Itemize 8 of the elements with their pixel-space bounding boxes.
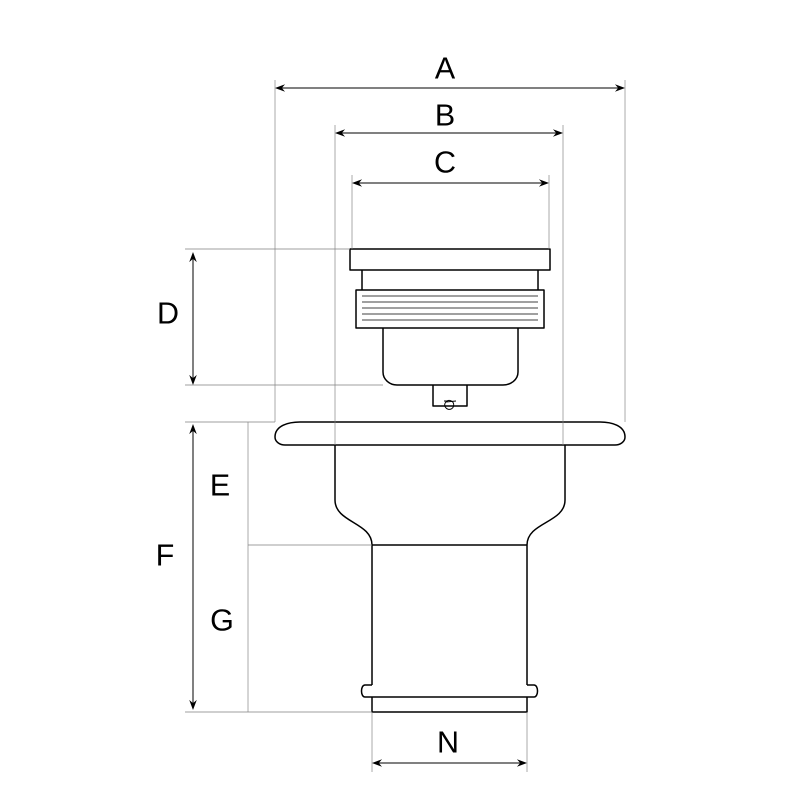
dimension-label: C [436,151,455,173]
dimension-label: B [437,104,454,126]
dimension-label: D [160,302,178,324]
dimension-label: G [212,609,232,631]
dimension-label: N [440,732,457,752]
dimension-label: F [158,544,174,566]
dimension-label: E [212,474,229,496]
dimension-label: A [434,58,456,78]
